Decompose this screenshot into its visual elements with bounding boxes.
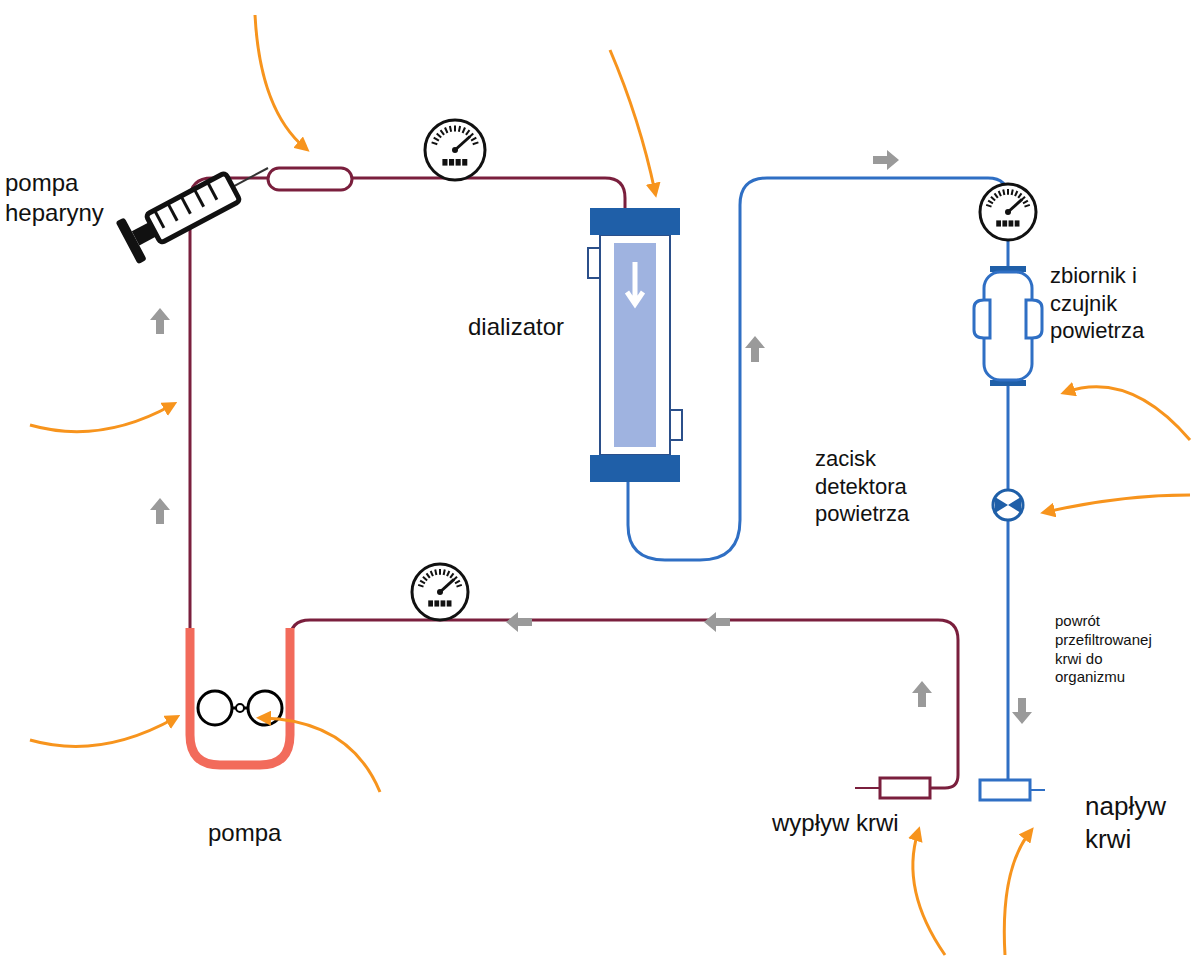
flow-direction-arrow — [873, 150, 899, 170]
dialyzer-membrane — [614, 243, 656, 447]
component-label: pompa heparyny — [5, 168, 155, 228]
air-sensor — [1026, 300, 1042, 338]
component-label: wypływ krwi — [772, 808, 922, 838]
flow-direction-arrow — [704, 612, 730, 632]
needle-tip — [855, 787, 880, 789]
dialysate-port — [588, 248, 600, 278]
air-sensor — [974, 300, 990, 338]
dialyzer-body — [600, 235, 670, 455]
flow-direction-arrow — [1012, 698, 1032, 724]
dialysate-port — [670, 410, 682, 440]
pressure-gauge — [425, 120, 485, 180]
pointer-arrows — [30, 15, 1190, 955]
heparin-port — [268, 168, 352, 190]
flow-arrow — [627, 262, 643, 304]
component-label: zacisk detektora powietrza — [815, 445, 940, 528]
component-label: napływ krwi — [1085, 790, 1185, 855]
component-label: dializator — [468, 312, 588, 342]
flow-note: powrót przefiltrowanej krwi do organizmu — [1055, 612, 1173, 687]
component-label: pompa — [208, 818, 298, 848]
dialyzer-cap — [590, 455, 680, 482]
outflow-connector — [880, 778, 930, 798]
pressure-gauge — [412, 564, 468, 620]
arterial-line — [190, 178, 625, 628]
inflow-connector — [980, 780, 1030, 800]
venous-line — [628, 178, 1008, 560]
flow-direction-arrow — [506, 612, 532, 632]
flow-direction-arrow — [150, 498, 170, 524]
dialyzer-cap — [590, 208, 680, 235]
pump-hub — [236, 704, 244, 712]
syringe-icon — [115, 147, 279, 264]
needle-tip — [1030, 789, 1045, 791]
component-label: zbiornik i czujnik powietrza — [1050, 262, 1175, 345]
flow-direction-arrow — [150, 308, 170, 334]
pump-roller — [198, 691, 232, 725]
air-clamp-valve — [995, 497, 1021, 513]
venous-line — [1007, 382, 1010, 780]
flow-direction-arrow — [745, 336, 765, 362]
pump-segment — [190, 628, 290, 765]
arterial-line — [290, 620, 958, 788]
air-clamp — [993, 490, 1023, 520]
flow-direction-arrow — [912, 681, 932, 707]
pressure-gauge — [980, 184, 1036, 240]
